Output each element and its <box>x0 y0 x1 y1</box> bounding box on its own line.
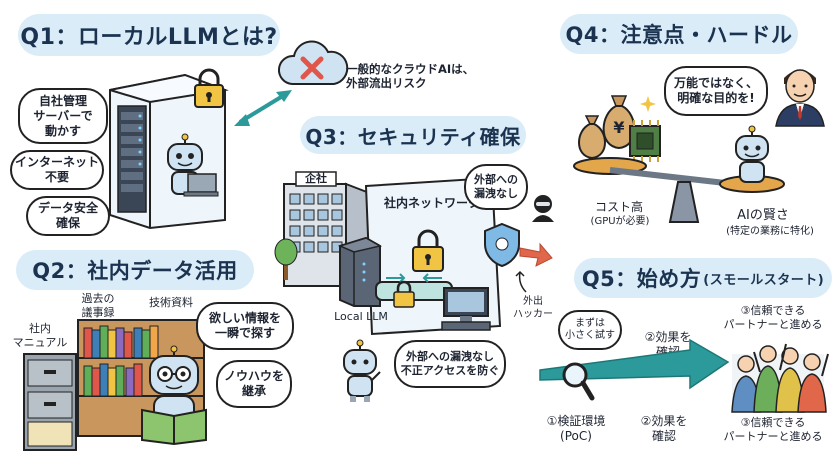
blocked-arrow-icon <box>519 242 553 267</box>
q4-title: Q4：注意点・ハードル <box>560 14 798 54</box>
money-bag-icon <box>578 115 606 160</box>
bubble-search: 欲しい情報を一瞬で探す <box>196 302 294 350</box>
robot-on-scale-icon <box>735 125 769 183</box>
bubble-purpose: 万能ではなく、明確な目的を! <box>664 66 768 116</box>
big-lock-icon <box>412 229 444 272</box>
server-tower-illustration <box>337 236 383 307</box>
step3-label: ③信頼できるパートナーと進める <box>723 416 823 443</box>
money-bag-large-icon <box>602 95 636 150</box>
sparkle-icon <box>640 96 656 112</box>
balance-scale-illustration <box>573 157 785 223</box>
step1-label: ①検証環境(PoC) <box>546 414 606 443</box>
top-step3-label: ③信頼できるパートナーと進める <box>723 304 823 331</box>
shield-icon <box>484 222 520 268</box>
office-building-illustration <box>283 171 373 287</box>
small-lock-icon <box>393 280 415 308</box>
label-tech-docs: 技術資料 <box>149 296 193 309</box>
network-label: 社内ネットワーク <box>383 196 480 210</box>
cloud-caption: 一般的なクラウドAIは、外部流出リスク <box>346 62 475 91</box>
file-cabinet-illustration <box>23 353 77 451</box>
q3-title: Q3：セキュリティ確保 <box>300 116 526 154</box>
yen-symbol: ¥ <box>613 118 625 137</box>
robot-laptop-icon <box>167 133 219 197</box>
hacker-label: 外出ハッカー <box>513 296 553 320</box>
ai-sublabel: (特定の業務に特化) <box>726 226 814 237</box>
double-arrow-icon <box>234 90 292 126</box>
cloud-icon <box>277 40 349 85</box>
q2-title: Q2：社内データ活用 <box>16 250 254 290</box>
ai-label: AIの賢さ <box>737 208 789 223</box>
cost-sublabel: (GPUが必要) <box>590 216 650 227</box>
bubble-no-leak: 外部への漏洩なし <box>464 164 528 210</box>
magnifier-icon <box>562 362 595 401</box>
bubble-secure: データ安全確保 <box>26 196 110 236</box>
hacker-icon <box>532 195 554 222</box>
businessman-icon <box>775 69 825 127</box>
step2-label: ②効果を確認 <box>640 414 688 443</box>
bubble-prevent: 外部への漏洩なし不正アクセスを防ぐ <box>394 340 506 388</box>
label-minutes: 過去の議事録 <box>81 292 115 319</box>
bubble-internet: インターネット不要 <box>10 150 104 190</box>
robot-waving-icon <box>343 339 381 402</box>
building-sign: 企社 <box>305 172 327 185</box>
bubble-small-start: まずは小さく試す <box>558 310 622 350</box>
x-mark-icon <box>300 56 324 80</box>
bubble-server: 自社管理サーバーで動かす <box>18 88 108 144</box>
bubble-knowhow: ノウハウを継承 <box>216 360 292 408</box>
gpu-chip-icon <box>629 120 661 162</box>
robot-reading-icon <box>141 345 207 446</box>
lock-icon <box>194 68 224 108</box>
label-manual: 社内マニュアル <box>12 322 68 349</box>
local-llm-label: Local LLM <box>334 310 388 323</box>
q1-title: Q1：ローカルLLMとは? <box>18 14 280 56</box>
pointer-arrow-icon <box>515 270 527 293</box>
cost-label: コスト高 <box>594 200 643 214</box>
desktop-computer-icon <box>441 287 491 331</box>
team-celebrating-illustration <box>731 343 829 413</box>
q5-title: Q5：始め方(スモールスタート) <box>574 258 832 298</box>
tree-icon <box>274 238 298 280</box>
